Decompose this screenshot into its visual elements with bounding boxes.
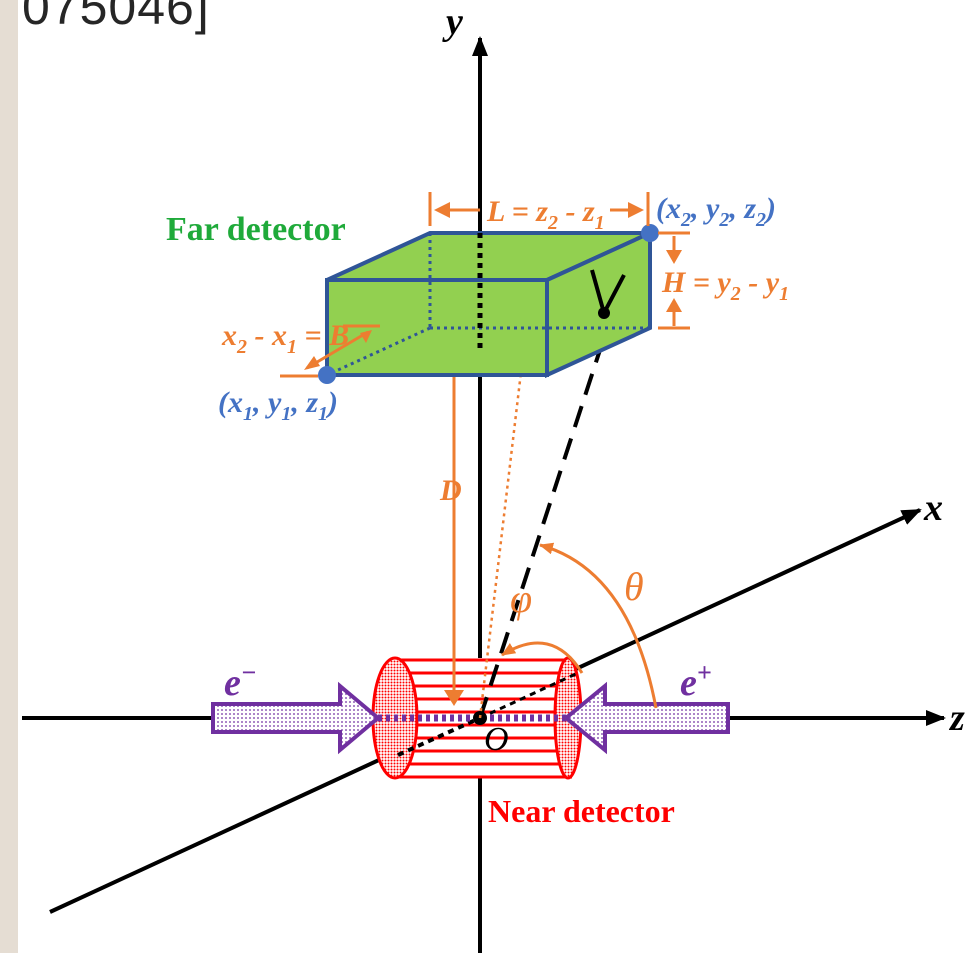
electron-label: e− <box>224 658 257 704</box>
x-axis-hidden-segment-2 <box>479 670 581 720</box>
positron-beam <box>562 681 730 755</box>
theta-arc <box>539 542 658 709</box>
near-detector <box>371 656 583 780</box>
origin-label: O <box>484 721 509 758</box>
length-L-arrow-right <box>628 202 644 218</box>
corner-point-1 <box>318 366 336 384</box>
phi-label: φ <box>510 576 532 621</box>
far-detector-label: Far detector <box>166 211 346 248</box>
x-axis-hidden-segment <box>397 716 481 757</box>
y-axis-label: y <box>442 1 463 43</box>
phi-arc <box>501 641 584 674</box>
corner-point-2 <box>641 224 659 242</box>
length-L-arrow-left <box>434 202 450 218</box>
corner-2-label: (x2, y2, z2) <box>656 192 776 231</box>
left-margin-bar <box>0 0 18 953</box>
distance-D-arrow-bottom <box>444 690 464 706</box>
width-B-label: x2 - x1 = B <box>221 319 349 358</box>
positron-label: e+ <box>680 658 712 704</box>
shower-branch-right <box>602 274 626 314</box>
electron-beam <box>211 681 382 755</box>
width-B-arrow-down <box>304 356 320 370</box>
height-H-arrow-top <box>666 250 682 264</box>
length-L-label: L = z2 - z1 <box>486 195 605 234</box>
projection-line <box>478 312 530 719</box>
z-axis-label: z <box>948 697 965 739</box>
axes <box>22 36 946 953</box>
height-H-arrow-bottom <box>666 298 682 312</box>
reference-fragment: 075046] <box>22 0 210 35</box>
corner-1-label: (x1, y1, z1) <box>218 386 338 425</box>
height-H-label: H = y2 - y1 <box>661 266 789 305</box>
theta-label: θ <box>624 564 644 609</box>
shower-branch-left <box>590 269 606 314</box>
width-B-arrow-up <box>360 330 372 343</box>
x-axis-label: x <box>923 487 943 529</box>
near-detector-label: Near detector <box>488 793 675 829</box>
distance-D-label: D <box>439 474 462 507</box>
